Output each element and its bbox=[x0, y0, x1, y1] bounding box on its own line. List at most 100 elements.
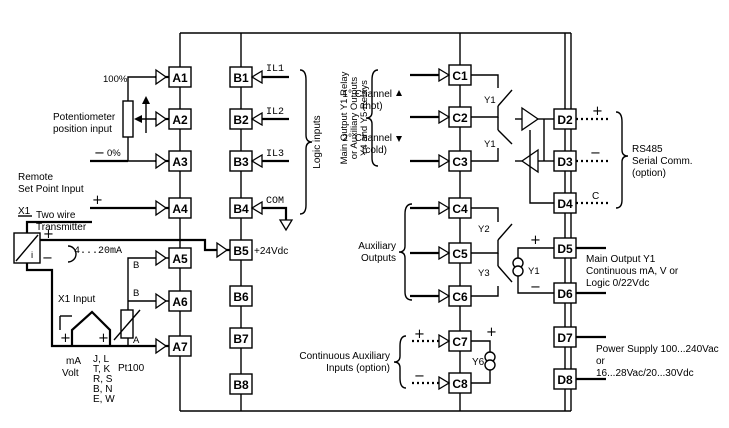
tx-minus: − bbox=[42, 251, 53, 266]
cont-aux-minus: − bbox=[414, 369, 425, 384]
terminal-c4-label: C4 bbox=[452, 202, 468, 216]
terminal-b1: B1 bbox=[229, 66, 253, 88]
terminal-a1: A1 bbox=[168, 66, 192, 88]
il3-label: IL3 bbox=[266, 149, 284, 160]
plus24-label: +24Vdc bbox=[254, 246, 288, 257]
terminal-d6-label: D6 bbox=[557, 287, 573, 301]
logic-inputs-label: Logic inputs bbox=[312, 115, 323, 168]
tc-types-5: E, W bbox=[93, 394, 115, 405]
terminal-b6-label: B6 bbox=[233, 290, 249, 304]
terminal-a7: A7 bbox=[168, 335, 192, 357]
terminal-a3: A3 bbox=[168, 150, 192, 172]
terminal-d6: D6 bbox=[553, 282, 577, 304]
relay-brace bbox=[365, 69, 379, 167]
terminal-b1-label: B1 bbox=[233, 71, 249, 85]
terminal-c8: C8 bbox=[448, 372, 472, 394]
y3-label: Y3 bbox=[478, 268, 490, 279]
terminal-a5-label: A5 bbox=[172, 252, 188, 266]
instrument-frame bbox=[179, 32, 572, 412]
terminal-a4: A4 bbox=[168, 197, 192, 219]
terminal-d5-label: D5 bbox=[557, 242, 573, 256]
terminal-d3-label: D3 bbox=[557, 155, 573, 169]
pot-minus-label: − bbox=[94, 146, 105, 161]
terminal-c2-label: C2 bbox=[452, 111, 468, 125]
down-triangle-icon bbox=[396, 136, 402, 142]
current-arrow bbox=[67, 245, 77, 263]
main-out-plus: + bbox=[530, 233, 541, 248]
terminal-b7: B7 bbox=[229, 327, 253, 349]
pt100-b2: B bbox=[133, 288, 139, 299]
current-range-label: 4...20mA bbox=[74, 246, 122, 257]
up-triangle-icon bbox=[396, 90, 402, 96]
pt100-label: Pt100 bbox=[118, 363, 145, 374]
logic-inputs-circuit: IL1 IL2 IL3 COM Logic inputs +24Vdc bbox=[250, 64, 323, 257]
tc-types-2: T, K bbox=[93, 364, 111, 375]
power-label-2: or bbox=[596, 356, 606, 367]
com-label: COM bbox=[266, 196, 284, 207]
terminal-d7-label: D7 bbox=[557, 331, 573, 345]
relay-outputs-circuit: Y1 Y1 1° Channel (hot) 2° Channel (cold)… bbox=[339, 67, 513, 169]
rs485-circuit: + − C RS485 Serial Comm. (option) bbox=[515, 104, 693, 209]
main-output-circuit: + − Y1 Main Output Y1 Continuous mA, V o… bbox=[512, 233, 679, 295]
terminal-b8: B8 bbox=[229, 373, 253, 395]
ground-icon bbox=[278, 219, 294, 232]
wiper-arrow-icon bbox=[134, 115, 142, 123]
ma-label: mA bbox=[66, 356, 81, 367]
two-wire-label-2: Transmitter bbox=[36, 222, 87, 233]
terminal-c4: C4 bbox=[448, 197, 472, 219]
terminal-d7: D7 bbox=[553, 326, 577, 348]
terminal-d8-label: D8 bbox=[557, 373, 573, 387]
tc-types-3: R, S bbox=[93, 374, 113, 385]
tc-types-4: B, N bbox=[93, 384, 112, 395]
main-out-label-3: Logic 0/22Vdc bbox=[586, 278, 649, 289]
main-relay-label-3: Y4 and Y5 Relays bbox=[359, 80, 370, 156]
volt-label: Volt bbox=[62, 368, 79, 379]
terminal-d3: D3 bbox=[553, 150, 577, 172]
terminal-a7-label: A7 bbox=[172, 340, 188, 354]
terminal-c1: C1 bbox=[448, 64, 472, 86]
relay-contact-y1b bbox=[497, 129, 513, 145]
terminal-b3: B3 bbox=[229, 150, 253, 172]
main-out-label-1: Main Output Y1 bbox=[586, 254, 656, 265]
remote-sp-plus: + bbox=[92, 193, 103, 208]
logic-brace bbox=[299, 69, 313, 215]
terminal-d2-label: D2 bbox=[557, 113, 573, 127]
rs485-brace bbox=[615, 111, 629, 209]
ch1-label: 1° Channel bbox=[342, 89, 392, 100]
relay-contact-y2 bbox=[497, 223, 513, 241]
aux-label-1: Auxiliary bbox=[358, 241, 396, 252]
up-arrow-icon bbox=[142, 96, 150, 104]
terminal-b8-label: B8 bbox=[233, 378, 249, 392]
terminal-b7-label: B7 bbox=[233, 332, 249, 346]
rs485-label-1: RS485 bbox=[632, 144, 663, 155]
pot-input-label-2: position input bbox=[53, 124, 112, 135]
terminal-c5-label: C5 bbox=[452, 247, 468, 261]
cont-aux-label-1: Continuous Auxiliary bbox=[299, 351, 390, 362]
terminal-c6: C6 bbox=[448, 285, 472, 307]
x1-top-label: X1 bbox=[18, 206, 31, 217]
terminal-d5: D5 bbox=[553, 237, 577, 259]
terminal-b4-label: B4 bbox=[233, 202, 249, 216]
pot-100-label: 100% bbox=[103, 74, 128, 85]
terminal-b4: B4 bbox=[229, 197, 253, 219]
main-out-minus: − bbox=[530, 280, 541, 295]
terminal-c5: C5 bbox=[448, 242, 472, 264]
y6-plus: + bbox=[486, 325, 497, 340]
y2-label: Y2 bbox=[478, 224, 490, 235]
terminal-a1-label: A1 bbox=[172, 71, 188, 85]
continuous-aux-circuit: + Y6 + − Continuous Auxiliary Inputs (op… bbox=[299, 325, 497, 391]
remote-sp-label-1: Remote bbox=[18, 172, 53, 183]
il1-label: IL1 bbox=[266, 64, 284, 75]
rs485-label-3: (option) bbox=[632, 168, 666, 179]
terminal-d4-label: D4 bbox=[557, 197, 573, 211]
main-relay-label-2: or Auxiliary Outputs bbox=[349, 77, 360, 160]
terminal-c7-label: C7 bbox=[452, 335, 468, 349]
aux-label-2: Outputs bbox=[361, 253, 396, 264]
cont-aux-brace bbox=[393, 335, 407, 389]
tc-types-1: J, L bbox=[93, 354, 110, 365]
main-out-label-2: Continuous mA, V or bbox=[586, 266, 679, 277]
terminal-b3-label: B3 bbox=[233, 155, 249, 169]
terminal-c7: C7 bbox=[448, 330, 472, 352]
terminal-b6: B6 bbox=[229, 285, 253, 307]
